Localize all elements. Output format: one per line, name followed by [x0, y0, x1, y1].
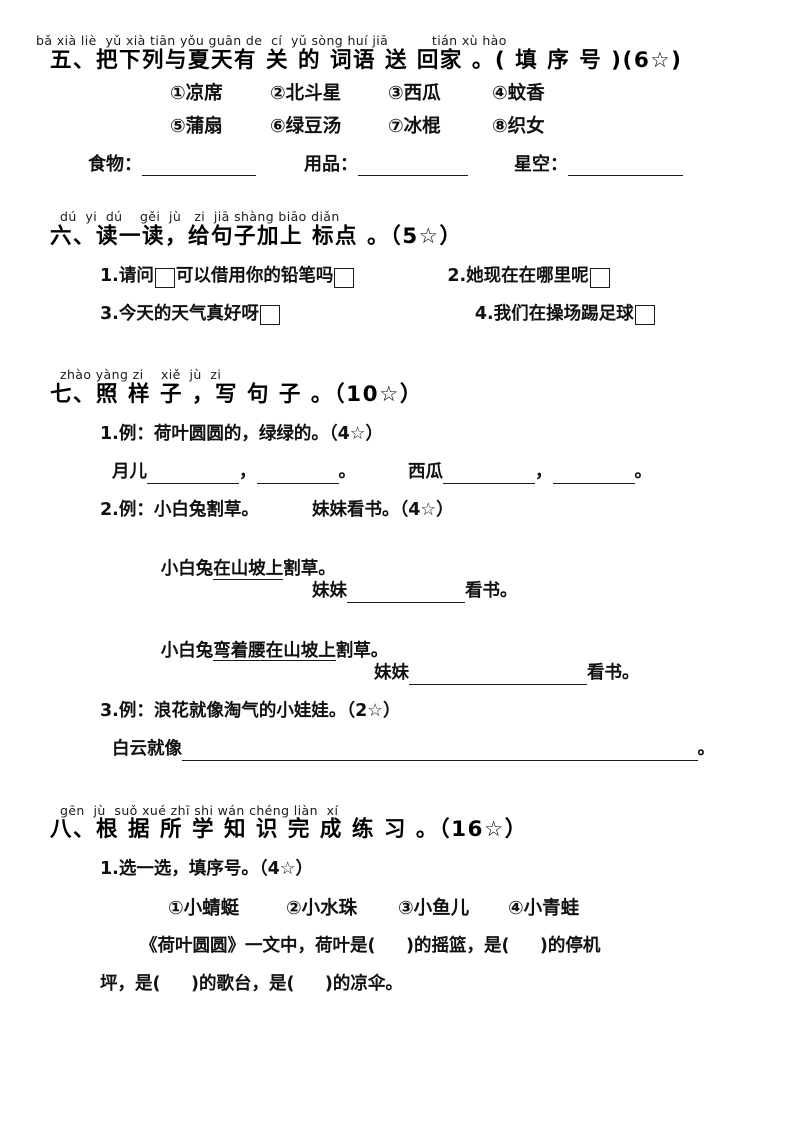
section-8: gēn jù suǒ xué zhī shi wán chéng liàn xí…: [0, 802, 793, 996]
section-8-pinyin: gēn jù suǒ xué zhī shi wán chéng liàn xí: [60, 802, 339, 818]
section-7: zhào yàng zi xiě jù zi 七、照 样 子 ，写 句 子 。（…: [0, 367, 793, 761]
blank-sentence-1-blank[interactable]: [347, 586, 465, 604]
word-item: ②北斗星: [270, 83, 342, 105]
section-6: dú yi dú gěi jù zi jiā shàng biāo diǎn 六…: [0, 209, 793, 326]
word-item: ①凉席: [170, 83, 223, 105]
model-sentence-row-1: 小白兔在山坡上割草。 妹妹 看书。: [0, 538, 793, 604]
category-blank-sky[interactable]: [568, 158, 683, 177]
punctuation-box[interactable]: [334, 267, 355, 288]
answer-lead-cloud: 白云就像: [112, 738, 182, 759]
punctuation-question-row-2: 3. 今天的天气真好呀 4. 我们在操场踢足球: [0, 304, 793, 326]
example-2: 2.例：小白兔割草。 妹妹看书。（4☆）: [0, 500, 793, 522]
question-number: 3.: [100, 303, 119, 324]
example-1: 1.例：荷叶圆圆的，绿绿的。（4☆）: [100, 423, 383, 444]
model-1-pre: 小白兔: [160, 559, 214, 580]
punctuation-box[interactable]: [634, 305, 655, 326]
answer-row-3: 白云就像 。: [0, 739, 793, 761]
word-item: ③西瓜: [388, 83, 441, 105]
model-sentence-1: 小白兔在山坡上割草。: [112, 538, 336, 604]
model-2-underlined: 弯着腰在山坡上: [213, 641, 336, 662]
section-8-subtitle: 1.选一选，填序号。（4☆）: [100, 859, 313, 879]
category-blank-items[interactable]: [358, 158, 468, 177]
question-number: 2.: [447, 265, 467, 286]
word-row-1: ①凉席 ②北斗星 ③西瓜 ④蚊香: [0, 82, 793, 105]
answer-blank-cloud[interactable]: [182, 743, 698, 761]
category-label-sky: 星空：: [514, 153, 568, 175]
option-item: ②小水珠: [286, 897, 358, 919]
section-7-title: 七、照 样 子 ，写 句 子 。（10☆）: [50, 382, 423, 408]
blank-sentence-2-lead: 妹妹: [374, 662, 409, 683]
question-text-pre: 她现在在哪里呢: [466, 265, 589, 286]
section-5: bǎ xià liè yǔ xià tiān yǒu guān de cí yǔ…: [0, 33, 793, 177]
example-2-left: 2.例：小白兔割草。: [100, 499, 259, 520]
word-item: ⑦冰棍: [388, 115, 441, 137]
category-blank-row: 食物： 用品： 星空：: [0, 154, 793, 177]
answer-period: 。: [697, 738, 716, 759]
answer-blank-watermelon-2[interactable]: [552, 466, 635, 484]
model-sentence-row-2: 小白兔弯着腰在山坡上割草。 妹妹 看书。: [0, 619, 793, 685]
word-item: ④蚊香: [492, 83, 545, 105]
option-item: ④小青蛙: [508, 897, 580, 919]
option-item: ①小蜻蜓: [168, 897, 240, 919]
punctuation-box[interactable]: [259, 305, 280, 326]
word-row-2: ⑤蒲扇 ⑥绿豆汤 ⑦冰棍 ⑧织女: [0, 115, 793, 138]
answer-period: 。: [634, 461, 653, 482]
blank-sentence-2-blank[interactable]: [409, 667, 587, 685]
section-5-title: 五、把下列与夏天有 关 的 词语 送 回家 。( 填 序 号 )(6☆): [50, 47, 683, 73]
blank-sentence-1-tail: 看书。: [465, 581, 518, 602]
option-item: ③小鱼儿: [398, 897, 470, 919]
answer-period: 。: [338, 461, 357, 482]
category-label-food: 食物：: [88, 153, 142, 175]
word-item: ⑥绿豆汤: [270, 115, 342, 137]
fill-in-line-1[interactable]: 《荷叶圆圆》一文中，荷叶是( )的摇篮，是( )的停机: [140, 936, 601, 956]
answer-comma: ，: [535, 461, 553, 482]
section-8-title: 八、根 据 所 学 知 识 完 成 练 习 。（16☆）: [50, 817, 528, 843]
fill-in-line-2[interactable]: 坪，是( )的歌台，是( )的凉伞。: [100, 973, 403, 994]
question-number: 4.: [474, 303, 494, 324]
question-number: 1.: [100, 265, 119, 286]
model-1-underlined: 在山坡上: [213, 559, 284, 580]
word-item: ⑤蒲扇: [170, 115, 223, 137]
punctuation-box[interactable]: [154, 267, 175, 288]
punctuation-question-row-1: 1. 请问 可以借用你的铅笔吗 2. 她现在在哪里呢: [0, 266, 793, 288]
example-3: 3.例：浪花就像淘气的小娃娃。（2☆）: [100, 700, 401, 721]
section-7-pinyin: zhào yàng zi xiě jù zi: [60, 367, 222, 383]
top-margin: [0, 0, 793, 34]
blank-sentence-2-tail: 看书。: [587, 662, 640, 683]
model-2-post: 割草。: [335, 641, 389, 662]
section-6-title: 六、读一读，给句子加上 标点 。（5☆）: [50, 223, 463, 249]
model-sentence-2: 小白兔弯着腰在山坡上割草。: [112, 619, 388, 685]
punctuation-box[interactable]: [589, 267, 610, 288]
answer-lead-watermelon: 西瓜: [408, 461, 443, 482]
section-5-pinyin: bǎ xià liè yǔ xià tiān yǒu guān de cí yǔ…: [36, 33, 507, 48]
answer-blank-moon-2[interactable]: [256, 466, 339, 484]
category-label-items: 用品：: [304, 153, 358, 175]
answer-lead-moon: 月儿: [112, 461, 147, 482]
question-text-mid: 可以借用你的铅笔吗: [175, 265, 334, 286]
category-blank-food[interactable]: [142, 158, 256, 177]
answer-row-1: 月儿 ， 。 西瓜 ， 。: [0, 462, 793, 484]
question-text-pre: 今天的天气真好呀: [118, 303, 259, 324]
answer-blank-moon-1[interactable]: [147, 466, 239, 484]
answer-blank-watermelon-1[interactable]: [443, 466, 535, 484]
blank-sentence-1-lead: 妹妹: [312, 581, 347, 602]
model-1-post: 割草。: [283, 559, 336, 580]
section-6-pinyin: dú yi dú gěi jù zi jiā shàng biāo diǎn: [60, 209, 340, 225]
question-text-pre: 请问: [118, 265, 154, 286]
word-item: ⑧织女: [492, 115, 545, 137]
option-row: ①小蜻蜓 ②小水珠 ③小鱼儿 ④小青蛙: [0, 897, 793, 920]
question-text-pre: 我们在操场踢足球: [493, 303, 634, 324]
answer-comma: ，: [239, 461, 257, 482]
example-2-right: 妹妹看书。（4☆）: [312, 499, 454, 520]
model-2-pre: 小白兔: [160, 641, 214, 662]
